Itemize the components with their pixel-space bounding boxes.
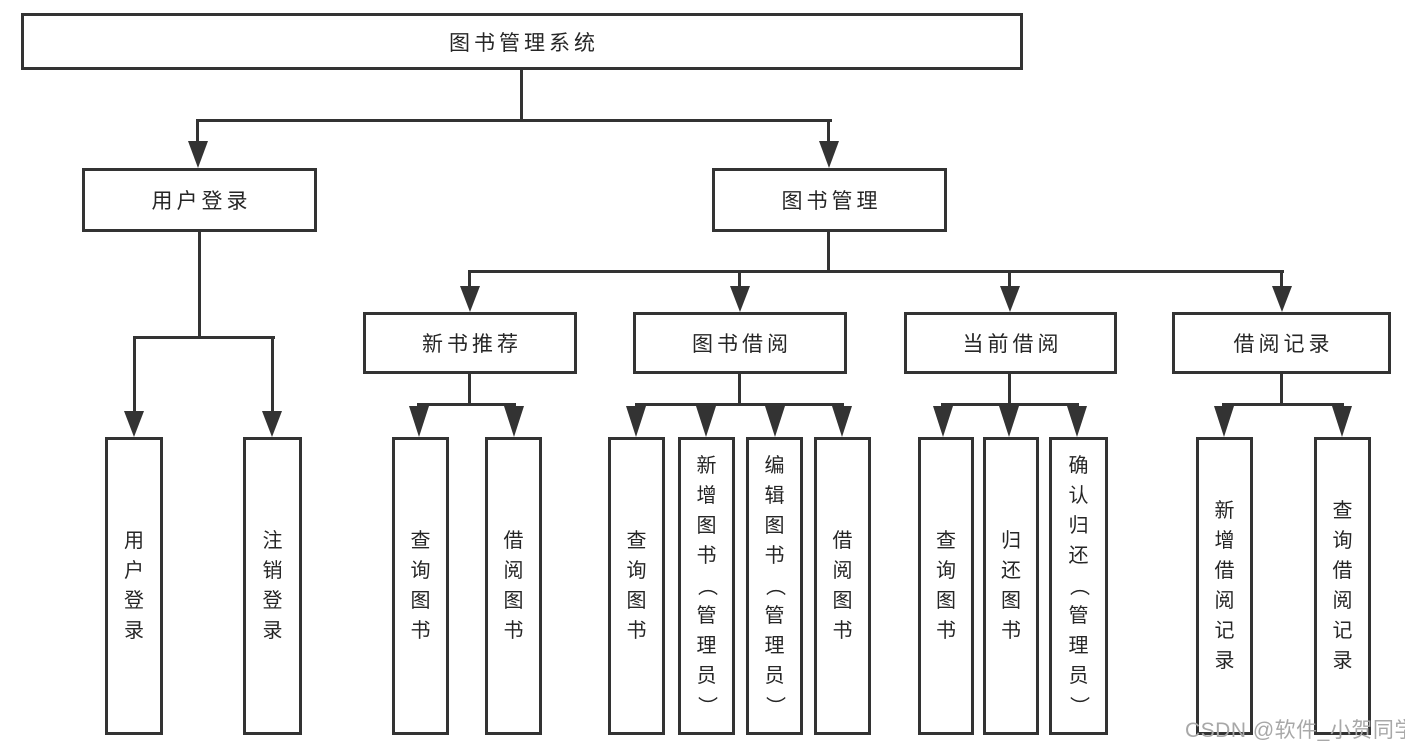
connector-line xyxy=(1280,374,1283,405)
arrow-down-icon xyxy=(933,406,953,437)
connector-line xyxy=(827,232,830,273)
leaf-label: 确认归还（管理员） xyxy=(1067,455,1090,716)
node-label: 图书管理 xyxy=(781,190,882,213)
arrow-down-icon xyxy=(832,406,852,437)
leaf-label: 查询图书 xyxy=(410,530,431,642)
node-label: 图书管理系统 xyxy=(449,31,599,55)
leaf-label: 归还图书 xyxy=(1001,530,1021,642)
connector-line xyxy=(1222,403,1344,406)
arrow-down-icon xyxy=(1000,286,1020,312)
node-root: 图书管理系统 xyxy=(21,13,1023,70)
arrow-down-icon xyxy=(460,286,480,312)
node-book-borrow: 图书借阅 xyxy=(633,312,847,374)
arrow-down-icon xyxy=(1332,406,1352,437)
connector-line xyxy=(1280,272,1283,287)
arrow-down-icon xyxy=(696,406,716,437)
connector-line xyxy=(198,232,201,339)
connector-line xyxy=(1008,374,1011,405)
leaf-current-return-books: 归还图书 xyxy=(983,437,1039,735)
connector-line xyxy=(738,272,741,287)
node-new-book-recommend: 新书推荐 xyxy=(363,312,577,374)
node-label: 借阅记录 xyxy=(1233,333,1334,356)
arrow-down-icon xyxy=(124,411,144,437)
connector-line xyxy=(635,403,844,406)
connector-line xyxy=(133,338,136,412)
node-borrow-records: 借阅记录 xyxy=(1172,312,1391,374)
connector-line xyxy=(520,70,523,121)
arrow-down-icon xyxy=(1272,286,1292,312)
node-book-mgmt: 图书管理 xyxy=(712,168,947,232)
connector-line xyxy=(827,121,830,143)
leaf-newbook-borrow-books: 借阅图书 xyxy=(485,437,542,735)
arrow-down-icon xyxy=(730,286,750,312)
arrow-down-icon xyxy=(999,406,1019,437)
node-label: 用户登录 xyxy=(151,190,252,213)
connector-line xyxy=(468,270,1284,273)
leaf-label: 新增图书（管理员） xyxy=(695,455,718,716)
leaf-label: 查询图书 xyxy=(936,530,956,642)
leaf-newbook-query-books: 查询图书 xyxy=(392,437,449,735)
node-current-borrow: 当前借阅 xyxy=(904,312,1117,374)
leaf-label: 借阅图书 xyxy=(832,530,853,642)
leaf-label: 编辑图书（管理员） xyxy=(763,455,786,716)
leaf-label: 查询图书 xyxy=(626,530,647,642)
csdn-watermark: CSDN @软件_小贺同学 xyxy=(1185,719,1405,742)
arrow-down-icon xyxy=(819,141,839,168)
leaf-label: 用户登录 xyxy=(124,530,144,642)
leaf-label: 注销登录 xyxy=(262,530,283,642)
connector-line xyxy=(468,374,471,405)
arrow-down-icon xyxy=(1067,406,1087,437)
node-user-login: 用户登录 xyxy=(82,168,317,232)
leaf-borrow-borrow-books: 借阅图书 xyxy=(814,437,871,735)
leaf-user-login: 用户登录 xyxy=(105,437,163,735)
leaf-current-confirm-return-admin: 确认归还（管理员） xyxy=(1049,437,1108,735)
connector-line xyxy=(133,336,275,339)
leaf-current-query-books: 查询图书 xyxy=(918,437,974,735)
leaf-logout: 注销登录 xyxy=(243,437,302,735)
connector-line xyxy=(271,338,274,412)
arrow-down-icon xyxy=(504,406,524,437)
leaf-label: 查询借阅记录 xyxy=(1332,500,1353,672)
connector-line xyxy=(468,272,471,287)
connector-line xyxy=(196,121,199,143)
leaf-records-add-borrow-record: 新增借阅记录 xyxy=(1196,437,1253,735)
arrow-down-icon xyxy=(626,406,646,437)
connector-line xyxy=(1008,272,1011,287)
leaf-records-query-borrow-record: 查询借阅记录 xyxy=(1314,437,1371,735)
connector-line xyxy=(196,119,832,122)
arrow-down-icon xyxy=(765,406,785,437)
leaf-label: 新增借阅记录 xyxy=(1214,500,1235,672)
arrow-down-icon xyxy=(409,406,429,437)
node-label: 新书推荐 xyxy=(422,333,522,356)
arrow-down-icon xyxy=(188,141,208,168)
node-label: 图书借阅 xyxy=(692,333,792,356)
leaf-borrow-query-books: 查询图书 xyxy=(608,437,665,735)
connector-line xyxy=(941,403,1079,406)
leaf-borrow-add-books-admin: 新增图书（管理员） xyxy=(678,437,735,735)
connector-line xyxy=(417,403,516,406)
arrow-down-icon xyxy=(262,411,282,437)
arrow-down-icon xyxy=(1214,406,1234,437)
connector-line xyxy=(738,374,741,405)
node-label: 当前借阅 xyxy=(962,333,1063,356)
leaf-label: 借阅图书 xyxy=(503,530,524,642)
leaf-borrow-edit-books-admin: 编辑图书（管理员） xyxy=(746,437,803,735)
